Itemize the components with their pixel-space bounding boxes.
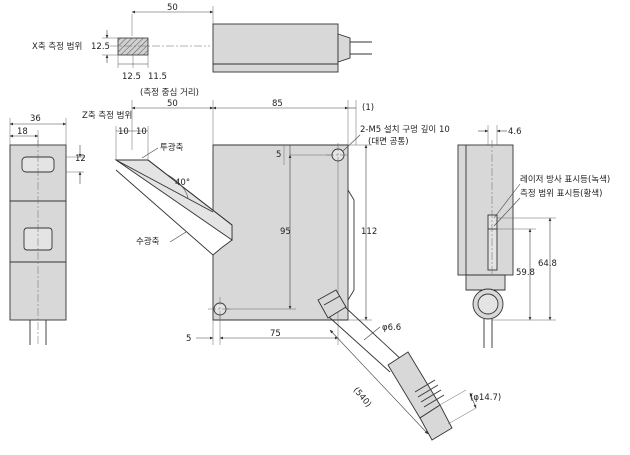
emitter-axis-label: 투광축 <box>160 142 184 153</box>
dim-left-width: 36 <box>30 114 41 124</box>
mount-hole-label: 2-M5 설치 구멍 깊이 10 <box>360 124 450 135</box>
dim-range-left: 10 <box>118 127 129 137</box>
center-distance-label: (측정 중심 거리) <box>140 87 199 98</box>
cable-length: (540) <box>351 386 373 410</box>
laser-indicator-label: 레이저 방사 표시등(녹색) <box>520 174 610 185</box>
sensor-body-top <box>212 23 339 73</box>
cable-diameter: φ6.6 <box>382 323 401 333</box>
front-view: (측정 중심 거리) Z축 측정 범위 50 10 10 85 (1) 투광축 … <box>82 87 501 441</box>
indicator-strip <box>487 214 498 271</box>
dim-depth: 4.6 <box>508 127 522 137</box>
dim-distance: 50 <box>167 99 178 109</box>
receiver-axis-label: 수광축 <box>136 236 160 247</box>
dim-top-width: 50 <box>167 3 178 13</box>
dim-hole-bottom: 5 <box>186 334 191 344</box>
dim-bottom-right: 11.5 <box>148 72 167 82</box>
top-view: 50 X축 측정 범위 12.5 12.5 11.5 <box>32 3 372 82</box>
right-view: 4.6 레이저 방사 표시등(녹색) 측정 범위 표시등(황색) 64.8 59… <box>457 125 610 348</box>
dim-offset: (1) <box>362 103 374 113</box>
right-connector-inner <box>477 293 499 315</box>
dim-height-inner: 95 <box>280 227 291 237</box>
dim-left-half: 18 <box>17 127 28 137</box>
sensor-body-right <box>457 144 514 276</box>
dim-left-window: 12 <box>75 154 86 164</box>
dim-range-right: 10 <box>136 127 147 137</box>
left-view: 36 18 12 <box>9 114 86 345</box>
dim-bottom-left: 12.5 <box>122 72 141 82</box>
connector <box>387 351 441 419</box>
dim-hole-top: 5 <box>276 150 281 160</box>
dim-h1: 64.8 <box>538 259 557 269</box>
z-range-label: Z축 측정 범위 <box>82 110 132 121</box>
connector-diameter: (φ14.7) <box>470 393 501 403</box>
dim-height-total: 112 <box>361 227 377 237</box>
dim-h2: 59.8 <box>516 268 535 278</box>
x-range-box <box>117 37 149 56</box>
dim-body-width: 85 <box>272 99 283 109</box>
angle-label: 40° <box>175 178 190 188</box>
x-range-label: X축 측정 범위 <box>32 41 82 52</box>
mount-hole-note: (대면 공통) <box>368 136 409 147</box>
right-base <box>465 274 506 291</box>
dim-hole-span: 75 <box>270 329 281 339</box>
range-indicator-label: 측정 범위 표시등(황색) <box>520 188 602 199</box>
dim-x-height: 12.5 <box>91 42 110 52</box>
cable-boot-top <box>337 33 351 63</box>
